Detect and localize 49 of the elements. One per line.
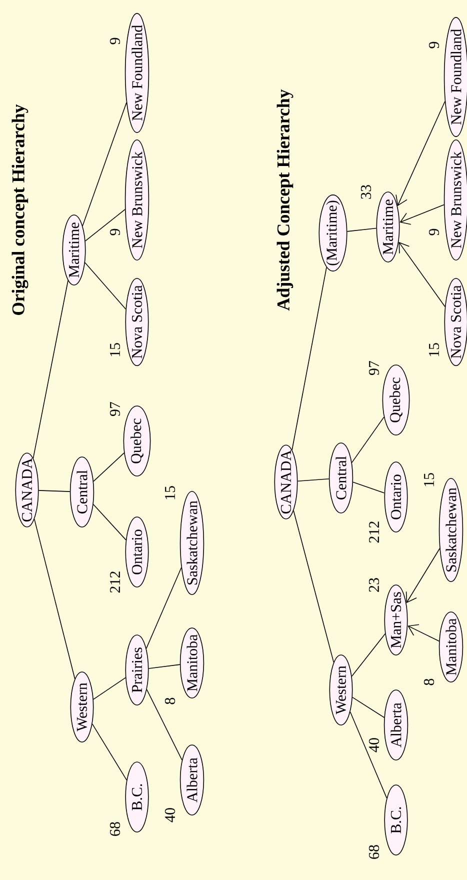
count-label: 15	[164, 486, 176, 500]
connector	[292, 266, 327, 450]
connector	[396, 101, 446, 206]
heading: Original concept Hierarchy	[12, 104, 28, 315]
connector	[350, 711, 388, 798]
count-label: 212	[110, 572, 120, 593]
count-label: 8	[424, 678, 434, 686]
connector	[84, 262, 126, 310]
connector	[82, 102, 127, 226]
connector	[148, 664, 180, 669]
count-label: 33	[360, 185, 372, 199]
connector	[146, 689, 182, 760]
count-label: 9	[110, 228, 120, 236]
connector	[297, 478, 330, 482]
count-label: 9	[110, 38, 120, 44]
count-label: 97	[368, 360, 380, 376]
connector	[38, 490, 70, 492]
connector	[352, 482, 385, 494]
connector	[293, 510, 334, 663]
connector	[400, 204, 444, 225]
count-label: 9	[428, 42, 440, 48]
connector	[32, 280, 68, 459]
connector	[92, 724, 128, 780]
count-label: 9	[428, 228, 440, 236]
count-label: 40	[368, 738, 380, 752]
connector	[352, 416, 384, 463]
connector	[92, 504, 126, 540]
count-label: 15	[110, 343, 120, 356]
connector	[352, 696, 385, 718]
count-label: 68	[110, 822, 120, 836]
count-label: 8	[164, 698, 176, 704]
connector	[34, 518, 76, 680]
count-label: 15	[428, 343, 440, 356]
connector	[346, 228, 377, 232]
connector	[84, 209, 126, 242]
count-label: 68	[368, 845, 380, 859]
connector	[93, 452, 124, 482]
heading: Adjusted Concept Hierarchy	[276, 89, 294, 311]
count-label: 23	[368, 578, 380, 592]
count-label: 212	[369, 522, 379, 543]
count-label: 15	[424, 473, 434, 486]
count-label: 40	[164, 808, 176, 822]
connector	[406, 548, 440, 604]
connector	[146, 567, 182, 649]
connector	[351, 633, 386, 677]
count-label: 97	[110, 402, 120, 416]
connector	[93, 677, 126, 700]
connector	[398, 242, 446, 307]
connector	[408, 624, 440, 642]
